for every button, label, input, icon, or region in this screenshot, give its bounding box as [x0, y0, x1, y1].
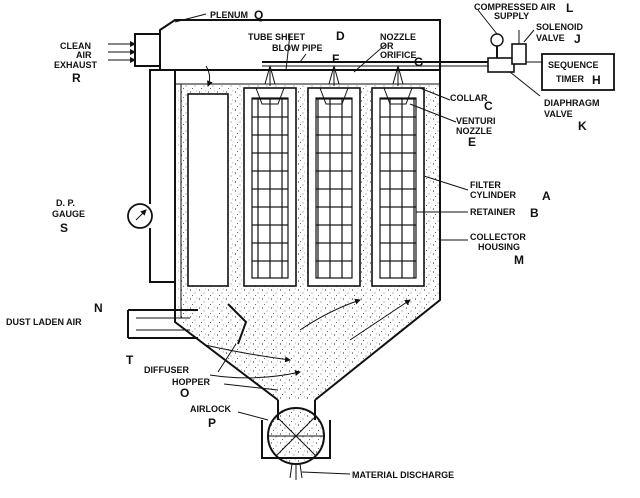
label-tube-sheet: TUBE SHEET	[248, 32, 306, 42]
inlet-arrow-lines	[136, 317, 190, 331]
clean-air-exhaust-duct	[108, 33, 160, 67]
nozzle-jet-2	[264, 65, 276, 86]
label-blow-pipe-letter: F	[332, 52, 339, 66]
label-filter-1: FILTER	[470, 180, 501, 190]
label-sequence-letter: H	[592, 73, 601, 87]
diaphragm-valve	[487, 57, 515, 73]
label-clean-1: CLEAN	[60, 41, 91, 51]
nozzle-jet-3	[328, 65, 340, 86]
label-housing-letter: M	[514, 253, 524, 267]
label-filter-letter: A	[542, 189, 551, 203]
label-dust: DUST LADEN AIR	[6, 317, 82, 327]
label-hopper: HOPPER	[172, 377, 211, 387]
blow-pipe-assembly	[262, 61, 500, 86]
label-solenoid-letter: J	[574, 32, 581, 46]
label-housing-1: COLLECTOR	[470, 232, 526, 242]
label-discharge: MATERIAL DISCHARGE	[352, 470, 454, 480]
label-diffuser-letter: T	[126, 353, 134, 367]
label-venturi-2: NOZZLE	[456, 126, 492, 136]
dp-gauge	[127, 69, 175, 283]
label-clean-2: AIR	[76, 50, 92, 60]
label-airlock-letter: P	[208, 416, 216, 430]
label-nozzle-letter: G	[414, 55, 423, 69]
label-hopper-letter: O	[180, 386, 189, 400]
retainer-cage-4	[379, 97, 417, 279]
label-compressed-air-1: COMPRESSED AIR	[474, 2, 556, 12]
leader-lines	[174, 13, 541, 475]
sequence-timer-box	[541, 53, 615, 91]
label-dust-letter: N	[94, 301, 103, 315]
air-flow-arrows	[204, 65, 411, 379]
airlock-housing	[261, 420, 331, 459]
label-venturi-letter: E	[468, 135, 476, 149]
filter-bag-1	[187, 93, 229, 287]
venturi-nozzle-2	[255, 87, 285, 105]
label-sequence-1: SEQUENCE	[548, 60, 599, 70]
label-nozzle-3: ORIFICE	[380, 50, 417, 60]
header-gauge-icon	[490, 33, 504, 47]
label-diaphragm-2: VALVE	[544, 109, 573, 119]
retainer-cage-2	[251, 97, 289, 279]
label-clean-letter: R	[72, 71, 81, 85]
venturi-nozzle-3	[319, 87, 349, 105]
label-collar: COLLAR	[450, 93, 488, 103]
labels: PLENUM Q TUBE SHEET D BLOW PIPE F NOZZLE…	[6, 1, 601, 480]
filter-bags	[187, 87, 425, 287]
pulse-valve-assembly	[477, 9, 615, 91]
solenoid-valve	[511, 43, 527, 65]
label-airlock: AIRLOCK	[190, 404, 231, 414]
label-retainer-letter: B	[530, 206, 539, 220]
label-nozzle-2: OR	[380, 41, 394, 51]
label-clean-3: EXHAUST	[54, 60, 98, 70]
label-nozzle-1: NOZZLE	[380, 32, 416, 42]
venturi-nozzle-4	[383, 87, 413, 105]
label-solenoid-1: SOLENOID	[536, 22, 584, 32]
label-gauge-1: D. P.	[56, 198, 75, 208]
label-plenum-letter: Q	[254, 8, 263, 22]
label-diaphragm-1: DIAPHRAGM	[544, 98, 600, 108]
label-compressed-air-letter: L	[566, 1, 573, 15]
label-compressed-air-2: SUPPLY	[494, 11, 529, 21]
label-gauge-2: GAUGE	[52, 209, 85, 219]
label-filter-2: CYLINDER	[470, 190, 517, 200]
label-plenum: PLENUM	[210, 10, 248, 20]
label-tube-sheet-letter: D	[336, 29, 345, 43]
nozzle-jet-4	[392, 65, 404, 86]
label-diffuser: DIFFUSER	[144, 365, 190, 375]
housing-outline	[174, 70, 441, 401]
label-blow-pipe: BLOW PIPE	[272, 43, 323, 53]
label-solenoid-2: VALVE	[536, 33, 565, 43]
diffuser-plate	[227, 303, 248, 345]
dust-inlet	[127, 303, 248, 345]
retainer-cage-3	[315, 97, 353, 279]
label-retainer: RETAINER	[470, 207, 516, 217]
plenum-box	[159, 19, 441, 71]
material-discharge-stream	[289, 463, 303, 480]
airlock	[261, 407, 331, 480]
label-gauge-letter: S	[60, 221, 68, 235]
label-housing-2: HOUSING	[478, 242, 520, 252]
label-sequence-2: TIMER	[556, 74, 584, 84]
label-venturi-1: VENTURI	[456, 116, 496, 126]
label-collar-letter: C	[484, 99, 493, 113]
label-diaphragm-letter: K	[578, 119, 587, 133]
